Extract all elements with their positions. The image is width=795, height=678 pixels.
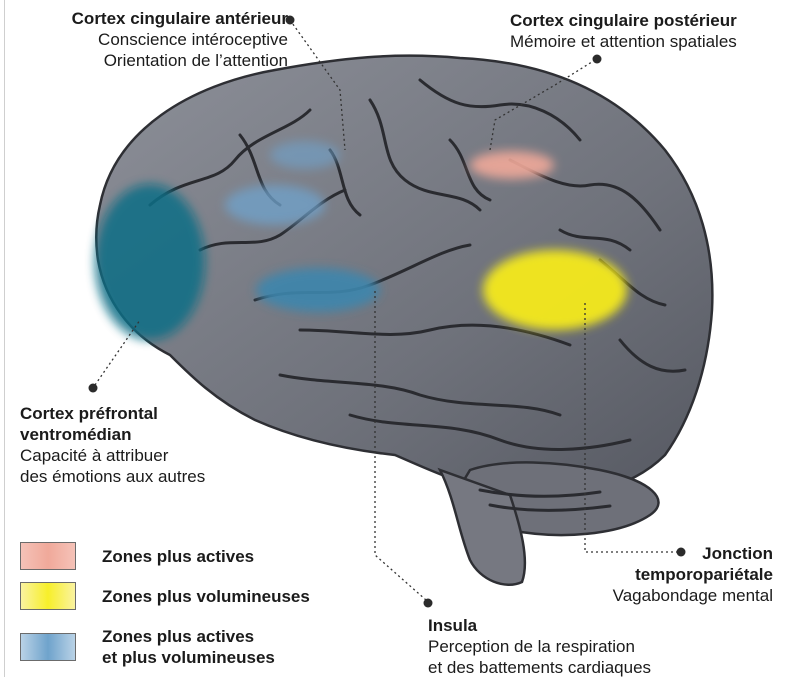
tpj-title1: Jonction xyxy=(560,543,773,564)
insula-label: Insula Perception de la respiration et d… xyxy=(428,615,718,678)
pcc-dot xyxy=(593,55,602,64)
vmpfc-dot xyxy=(89,384,98,393)
legend-swatch-volume xyxy=(20,582,76,610)
pcc-title: Cortex cingulaire postérieur xyxy=(510,10,792,31)
legend-item-active: Zones plus actives xyxy=(20,542,254,570)
legend-swatch-active xyxy=(20,542,76,570)
legend-item-volume: Zones plus volumineuses xyxy=(20,582,310,610)
insula-zone xyxy=(256,268,380,312)
acc-line1: Conscience intéroceptive xyxy=(28,29,288,50)
acc-title: Cortex cingulaire antérieur xyxy=(28,8,288,29)
legend-label-both-line1: Zones plus actives xyxy=(102,626,275,647)
vmpfc-title2: ventromédian xyxy=(20,424,260,445)
vmpfc-title1: Cortex préfrontal xyxy=(20,403,260,424)
insula-line2: et des battements cardiaques xyxy=(428,657,718,678)
vmpfc-line1: Capacité à attribuer xyxy=(20,445,260,466)
insula-line1: Perception de la respiration xyxy=(428,636,718,657)
insula-dot xyxy=(424,599,433,608)
legend-label-both-line2: et plus volumineuses xyxy=(102,647,275,668)
vmpfc-label: Cortex préfrontal ventromédian Capacité … xyxy=(20,403,260,487)
legend-label-both: Zones plus actives et plus volumineuses xyxy=(102,626,275,668)
legend-swatch-both xyxy=(20,633,76,661)
acc-zone-upper xyxy=(270,141,340,169)
acc-line2: Orientation de l’attention xyxy=(28,50,288,71)
acc-zone-mid xyxy=(225,185,325,225)
legend-label-volume: Zones plus volumineuses xyxy=(102,586,310,607)
legend-item-both: Zones plus actives et plus volumineuses xyxy=(20,626,275,668)
tpj-label: Jonction temporopariétale Vagabondage me… xyxy=(560,543,773,606)
vmpfc-line2: des émotions aux autres xyxy=(20,466,260,487)
insula-title: Insula xyxy=(428,615,718,636)
pcc-label: Cortex cingulaire postérieur Mémoire et … xyxy=(510,10,792,52)
tpj-title2: temporopariétale xyxy=(560,564,773,585)
tpj-zone xyxy=(483,250,627,330)
acc-label: Cortex cingulaire antérieur Conscience i… xyxy=(28,8,288,71)
tpj-line1: Vagabondage mental xyxy=(560,585,773,606)
pcc-zone xyxy=(470,151,554,179)
pcc-line1: Mémoire et attention spatiales xyxy=(510,31,792,52)
legend-label-active: Zones plus actives xyxy=(102,546,254,567)
vmpfc-zone xyxy=(95,184,205,340)
